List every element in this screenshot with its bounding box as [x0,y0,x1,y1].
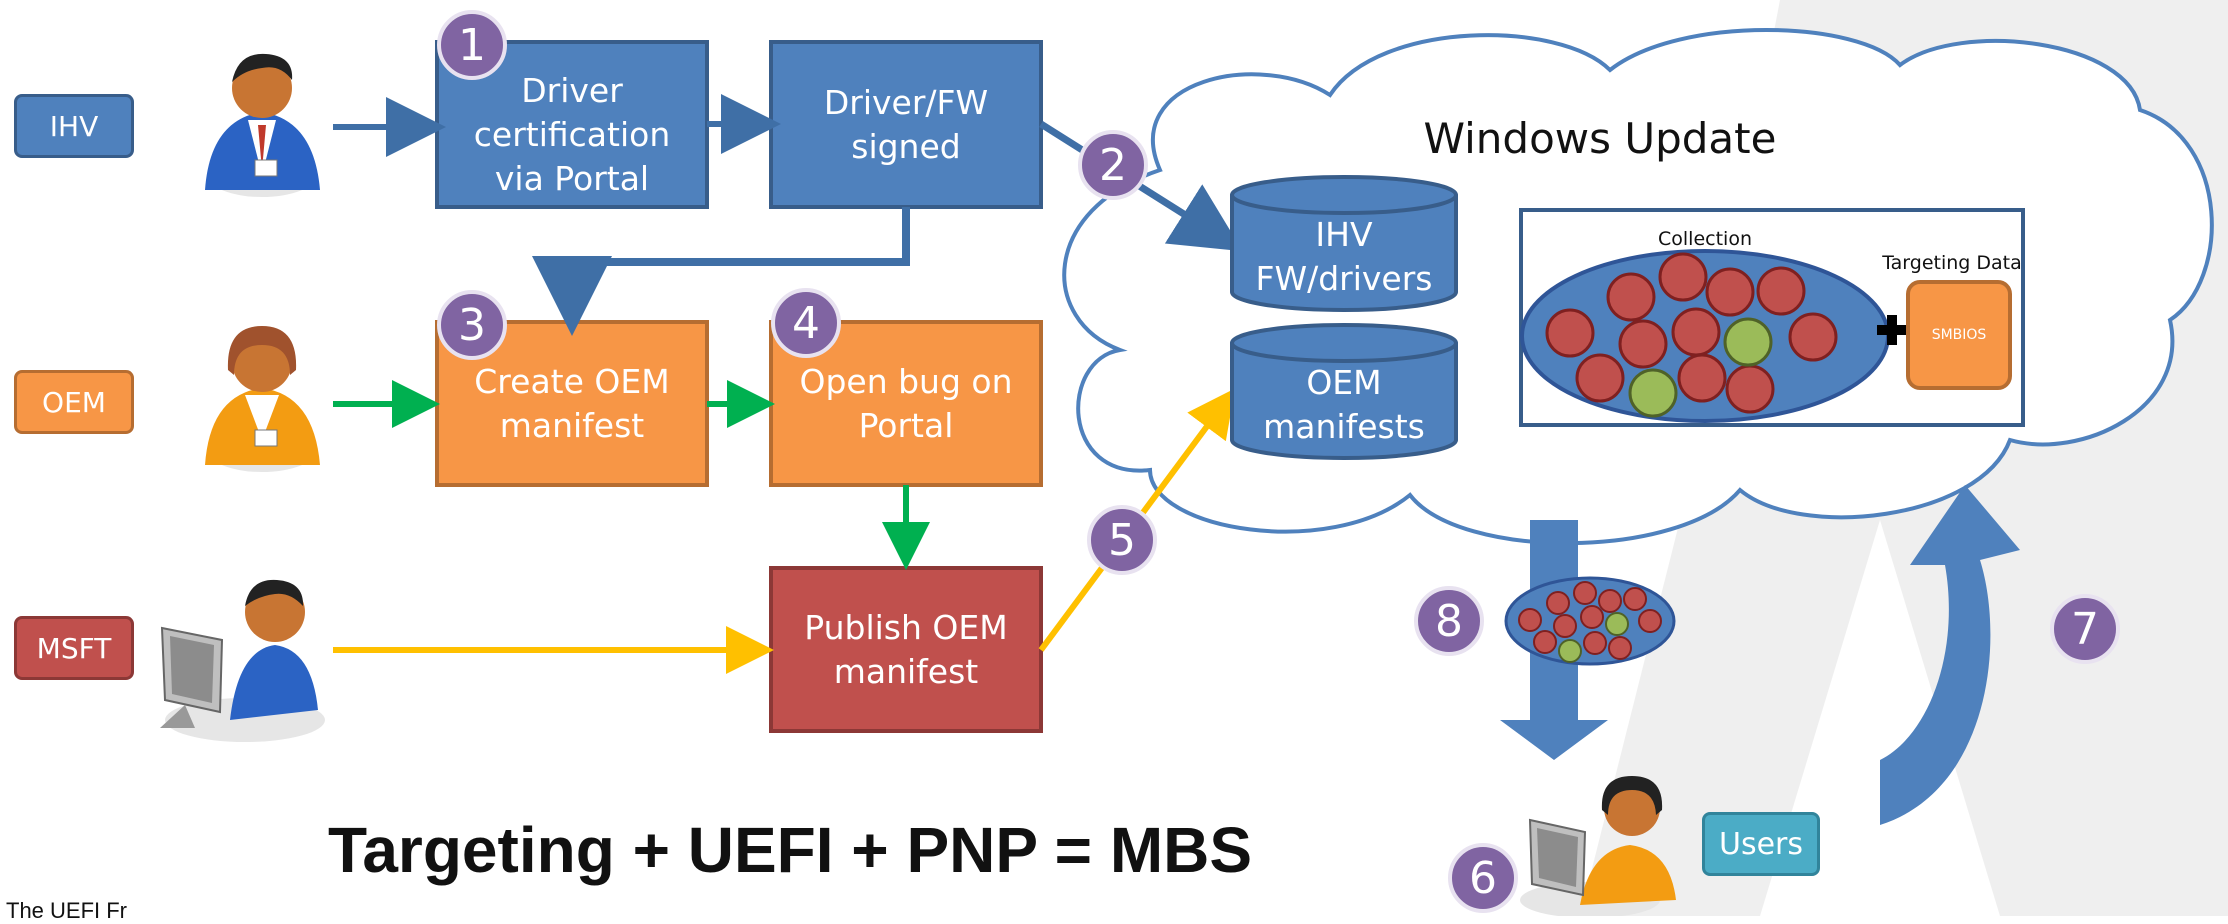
step-badge-5: 5 [1087,505,1157,575]
cloud-title: Windows Update [1423,113,1777,163]
step-badge-4: 4 [771,288,841,358]
role-msft: MSFT [14,616,134,680]
headline: Targeting + UEFI + PNP = MBS [327,814,1253,886]
driver-fw-signed-box [769,40,1043,209]
smbios-box [1906,280,2012,390]
targeting-data-label: Targeting Data [1882,252,2022,274]
oem-store-cylinder [1230,323,1458,460]
role-users: Users [1702,812,1820,876]
publish-oem-manifest-box [769,566,1043,733]
ihv-person-icon [205,53,320,197]
step-badge-1: 1 [437,10,507,80]
msft-person-icon [160,579,325,742]
create-oem-manifest-label: Create OEM manifest [474,361,670,445]
feedback-curved-arrow [1880,485,2020,825]
driver-certification-label: Driver certification via Portal [473,70,671,198]
step-badge-6: 6 [1448,843,1518,913]
user-person-icon [1520,776,1676,916]
collection-ellipse [1520,249,1890,423]
role-oem: OEM [14,370,134,434]
step-badge-2: 2 [1078,130,1148,200]
step-badge-8: 8 [1414,586,1484,656]
role-ihv: IHV [14,94,134,158]
step-badge-7: 7 [2050,594,2120,664]
signed-to-create-manifest-arrow [532,207,910,336]
open-bug-label: Open bug on Portal [799,361,1013,445]
ihv-store-cylinder [1230,175,1458,312]
step-badge-3: 3 [437,290,507,360]
footer-fragment: The UEFI Fr [6,898,128,923]
oem-person-icon [205,326,320,472]
publish-oem-manifest-label: Publish OEM manifest [804,607,1008,691]
driver-fw-signed-label: Driver/FW signed [823,82,989,166]
download-collection-ellipse [1504,576,1676,666]
smbios-label: SMBIOS [1931,327,1987,343]
ihv-store-label: IHV FW/drivers [1255,215,1433,298]
plus-icon [1877,315,1907,345]
oem-store-label: OEM manifests [1263,363,1425,446]
collection-label: Collection [1658,228,1752,250]
